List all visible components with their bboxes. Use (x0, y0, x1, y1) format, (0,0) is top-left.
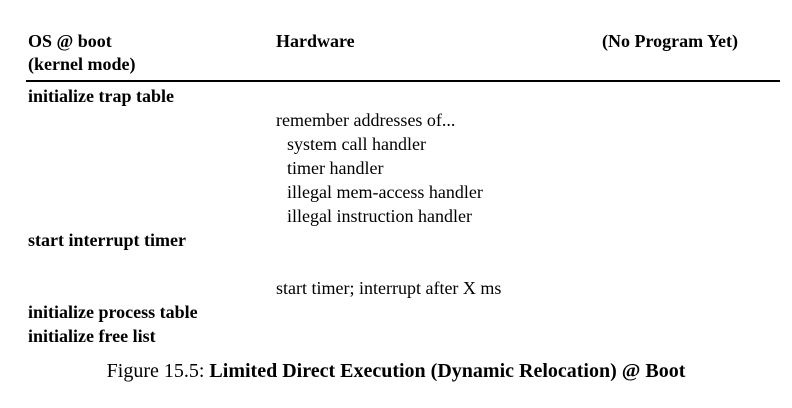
os-step-gap-6 (28, 252, 272, 276)
os-step-gap-5 (28, 204, 272, 228)
hardware-step-gap-3 (276, 252, 606, 276)
hardware-step-system-call-handler: system call handler (287, 134, 426, 154)
hardware-step-illegal-mem-access-handler: illegal mem-access handler (287, 182, 483, 202)
hardware-step-illegal-instruction-handler: illegal instruction handler (287, 206, 472, 226)
header-divider-rule (26, 80, 780, 82)
column-header-os: OS @ boot (kernel mode) (28, 30, 268, 76)
table-body: initialize trap table start interrupt ti… (0, 84, 792, 346)
column-header-hardware: Hardware (276, 30, 596, 53)
column-header-hardware-label: Hardware (276, 31, 355, 51)
os-step-gap-2 (28, 132, 272, 156)
os-step-initialize-trap-table: initialize trap table (28, 86, 174, 106)
table-header-row: OS @ boot (kernel mode) Hardware (No Pro… (0, 30, 792, 78)
hardware-step-gap-2 (276, 228, 606, 252)
hardware-step-timer-handler: timer handler (287, 158, 384, 178)
hardware-step-remember-addresses: remember addresses of... (276, 110, 456, 130)
column-header-program-label: (No Program Yet) (602, 31, 738, 51)
os-step-gap-7 (28, 276, 272, 300)
column-header-os-line2: (kernel mode) (28, 54, 136, 74)
hardware-steps-column: remember addresses of... system call han… (276, 84, 606, 300)
os-step-initialize-free-list: initialize free list (28, 326, 156, 346)
os-steps-column: initialize trap table start interrupt ti… (28, 84, 272, 348)
column-header-program: (No Program Yet) (602, 30, 788, 53)
os-step-start-interrupt-timer: start interrupt timer (28, 230, 186, 250)
os-step-gap-1 (28, 108, 272, 132)
figure-caption-number: Figure 15.5: (106, 360, 210, 382)
hardware-step-gap-1 (276, 84, 606, 108)
os-step-gap-3 (28, 156, 272, 180)
figure-caption: Figure 15.5: Limited Direct Execution (D… (0, 358, 792, 384)
figure-caption-title: Limited Direct Execution (Dynamic Reloca… (209, 360, 686, 382)
column-header-os-line1: OS @ boot (28, 31, 112, 51)
os-step-gap-4 (28, 180, 272, 204)
hardware-step-start-timer: start timer; interrupt after X ms (276, 278, 502, 298)
os-step-initialize-process-table: initialize process table (28, 302, 198, 322)
